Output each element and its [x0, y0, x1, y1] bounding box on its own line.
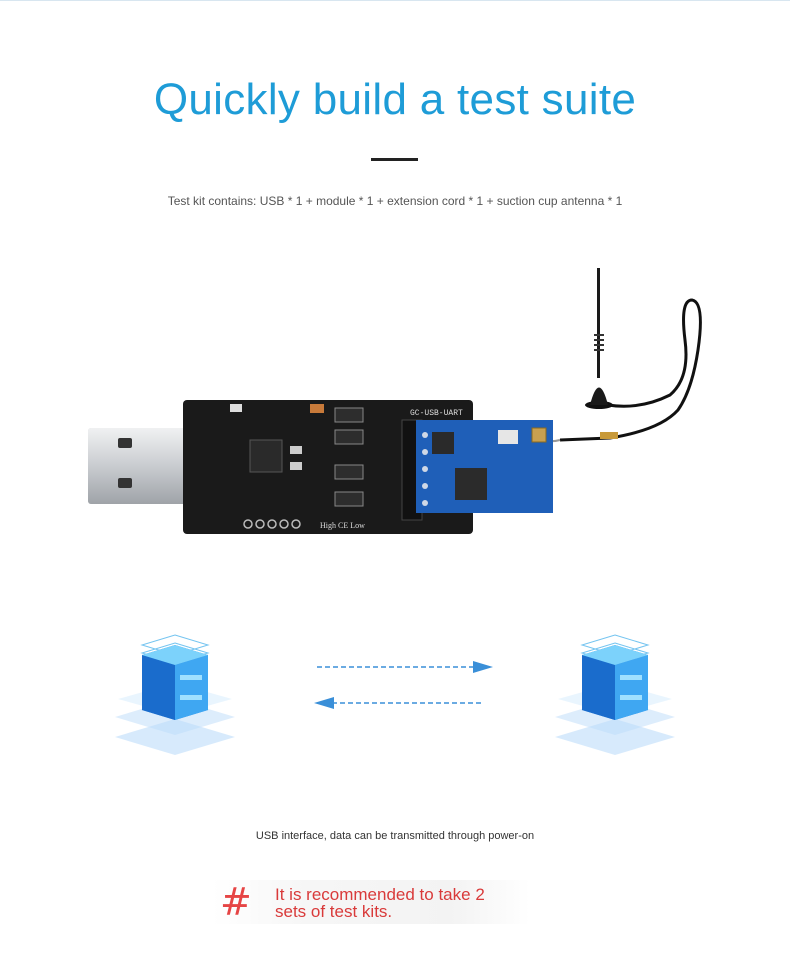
top-divider [0, 0, 790, 1]
diagram-caption: USB interface, data can be transmitted t… [255, 830, 535, 842]
usb-test-kit-image: GC-USB-UART High CE Low [88, 268, 702, 534]
hash-icon: # [220, 880, 252, 924]
page-title: Quickly build a test suite [153, 75, 637, 124]
arrow-right-icon [317, 661, 493, 673]
usb-adapter-board: GC-USB-UART High CE Low [183, 400, 473, 534]
server-icon-right [555, 634, 675, 755]
title-underline [371, 158, 418, 161]
kit-contents-text: Test kit contains: USB * 1 + module * 1 … [167, 194, 623, 208]
recommendation-note [212, 880, 530, 924]
ce-jumper-label: High CE Low [320, 521, 365, 530]
recommendation-text: It is recommended to take 2 sets of test… [275, 885, 485, 921]
module-label: GC-USB-UART [410, 409, 463, 418]
arrow-left-icon [314, 697, 482, 709]
server-icon-left [115, 634, 235, 755]
wireless-module [416, 420, 553, 513]
suction-cup-antenna [534, 268, 702, 443]
